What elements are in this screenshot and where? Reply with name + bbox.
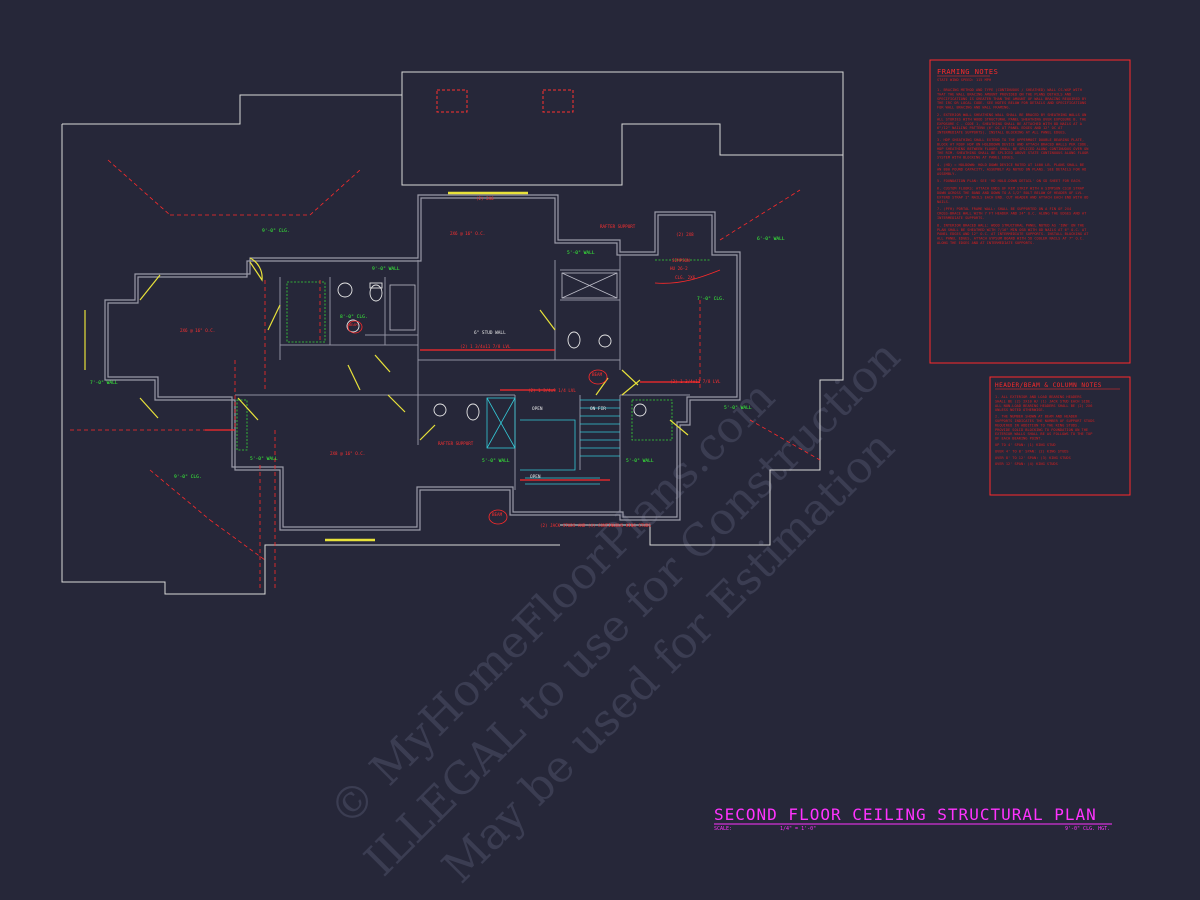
label-clg-7: 7'-0" CLG. bbox=[697, 296, 725, 302]
label-simpson-part: HU 26-2 bbox=[670, 266, 688, 271]
framing-notes-title: FRAMING NOTES bbox=[937, 68, 998, 76]
beam-tags: BEAM BEAM BEAM bbox=[347, 320, 608, 525]
beam-tag-3 bbox=[347, 320, 363, 334]
label-open-2: OPEN bbox=[530, 474, 541, 480]
label-header-2x6: (2) 2X6 bbox=[476, 196, 494, 201]
label-jack-note: (2) JACK STUDS AND (4) CONTINUOUS KING S… bbox=[540, 523, 651, 528]
label-wall-5c: 5'-0" WALL bbox=[626, 458, 654, 464]
label-open: OPEN bbox=[532, 406, 543, 412]
sink-icon bbox=[337, 282, 353, 298]
framing-notes-panel: FRAMING NOTES STATE WIND SPEED: 115 MPH … bbox=[929, 59, 1131, 364]
label-simpson: SIMPSON bbox=[672, 258, 690, 263]
sink-icon-2 bbox=[346, 319, 360, 333]
header-notes-title: HEADER/BEAM & COLUMN NOTES bbox=[995, 382, 1102, 389]
beam-tag-3-label: BEAM bbox=[349, 323, 357, 327]
label-clg-2x6: CLG. 2X6 bbox=[675, 275, 696, 280]
roof-outline bbox=[61, 71, 844, 595]
label-lvl-beam-2: (2) 1 3/4x9 1/4 LVL bbox=[528, 388, 576, 393]
framing-note-5: 5. FOUNDATION PLAN: SEE 'HD HOLD-DOWN DE… bbox=[937, 179, 1082, 183]
label-wall-9: 9'-0" WALL bbox=[372, 266, 400, 272]
label-wall-5e: 5'-0" WALL bbox=[482, 458, 510, 464]
label-wall-5: 5'-0" WALL bbox=[250, 456, 278, 462]
label-stud-wall: 6" STUD WALL bbox=[474, 330, 506, 336]
header-note-1: 1. ALL EXTERIOR AND LOAD BEARING HEADERS… bbox=[995, 395, 1092, 412]
framing-note-2: 2. EXTERIOR WALL SHEATHING WALL SHALL BE… bbox=[937, 113, 1086, 135]
sink-icon-3 bbox=[433, 403, 447, 417]
label-wall-5b: 5'-0" WALL bbox=[724, 405, 752, 411]
header-notes-panel: HEADER/BEAM & COLUMN NOTES 1. ALL EXTERI… bbox=[989, 376, 1131, 496]
framing-notes-subtitle: STATE WIND SPEED: 115 MPH bbox=[937, 78, 991, 82]
label-clg-9: 9'-0" CLG. bbox=[262, 228, 290, 234]
label-joist-2x8: 2X8 @ 16" O.C. bbox=[330, 451, 365, 456]
header-note-4: OVER 4' TO 8' SPAN: (2) KING STUDS bbox=[995, 449, 1069, 453]
header-note-5: OVER 8' TO 12' SPAN: (3) KING STUDS bbox=[995, 456, 1071, 460]
plumbing-fixtures bbox=[337, 282, 647, 421]
label-wall-6: 6'-0" WALL bbox=[757, 236, 785, 242]
beam-tag-2 bbox=[488, 509, 508, 525]
label-rafter-support-2: RAFTER SUPPORT bbox=[438, 441, 474, 446]
label-wall-5d: 5'-0" WALL bbox=[567, 250, 595, 256]
plan-title: SECOND FLOOR CEILING STRUCTURAL PLAN bbox=[714, 805, 1097, 824]
toilet-icon-3 bbox=[567, 331, 581, 349]
interior-walls bbox=[235, 255, 690, 512]
header-note-6: OVER 12' SPAN: (4) KING STUDS bbox=[995, 462, 1058, 466]
label-clg-9b: 9'-0" CLG. bbox=[174, 474, 202, 480]
plan-labels: 9'-0" CLG. 9'-0" WALL 7'-0" WALL 8'-0" C… bbox=[90, 196, 785, 528]
doors bbox=[84, 191, 689, 542]
label-on-fir: ON FIR bbox=[590, 406, 606, 412]
roof-framing-lines bbox=[70, 159, 821, 590]
beam-tag-1 bbox=[588, 369, 608, 385]
header-notes-list: 1. ALL EXTERIOR AND LOAD BEARING HEADERS… bbox=[995, 395, 1095, 466]
plan-scale-value: 1/4" = 1'-0" bbox=[780, 826, 816, 832]
framing-note-4: 4. (HD) = HOLDOWN: HOLD DOWN DEVICE RATE… bbox=[937, 163, 1086, 176]
framing-note-1: 1. BRACING METHOD AND TYPE (CONTINUOUS /… bbox=[937, 88, 1087, 110]
exterior-walls bbox=[104, 194, 741, 531]
label-lvl-beam-3: (2) 1 3/4x11 7/8 LVL bbox=[670, 379, 721, 384]
label-rafter-support: RAFTER SUPPORT bbox=[600, 224, 636, 229]
label-joist-2x6: 2X6 @ 16" O.C. bbox=[180, 328, 215, 333]
stair-and-shower bbox=[389, 272, 620, 485]
sink-icon-5 bbox=[633, 403, 647, 417]
watermark-line-2: ILLEGAL to use for Construction bbox=[355, 331, 910, 886]
framing-note-8: 8. INTERIOR BRACED WALL: WOOD STRUCTURAL… bbox=[937, 223, 1089, 245]
beam-tag-2-label: BEAM bbox=[492, 512, 503, 517]
label-joist-2x6-2: 2X6 @ 16" O.C. bbox=[450, 231, 485, 236]
plan-title-block: SECOND FLOOR CEILING STRUCTURAL PLAN SCA… bbox=[714, 805, 1112, 832]
framing-note-6: 6. CUSTOM FLOORS: ATTACH ENDS OF RIM STR… bbox=[937, 187, 1088, 204]
label-wall-7: 7'-0" WALL bbox=[90, 380, 118, 386]
framing-note-3: 3. HDP SHEATHING SHALL EXTEND TO THE UPP… bbox=[937, 138, 1089, 160]
header-note-3: UP TO 4' SPAN: (1) KING STUD bbox=[995, 443, 1056, 447]
framing-note-7: 7. (PFH) PORTAL FRAME WALL: SHALL BE SUP… bbox=[937, 207, 1087, 220]
plan-ceiling-height: 9'-0" CLG. HGT. bbox=[1065, 826, 1110, 832]
sink-icon-4 bbox=[598, 334, 612, 348]
plan-scale-label: SCALE: bbox=[714, 826, 732, 832]
closet-shelves bbox=[236, 259, 710, 451]
framing-notes-list: 1. BRACING METHOD AND TYPE (CONTINUOUS /… bbox=[937, 88, 1089, 245]
toilet-icon-2 bbox=[466, 403, 480, 421]
label-clg-8: 8'-0" CLG. bbox=[340, 314, 368, 320]
label-header-2x8: (2) 2X8 bbox=[676, 232, 694, 237]
label-lvl-beam: (2) 1 3/4x11 7/8 LVL bbox=[460, 344, 511, 349]
toilet-icon bbox=[369, 284, 383, 302]
beam-tag-1-label: BEAM bbox=[592, 372, 603, 377]
